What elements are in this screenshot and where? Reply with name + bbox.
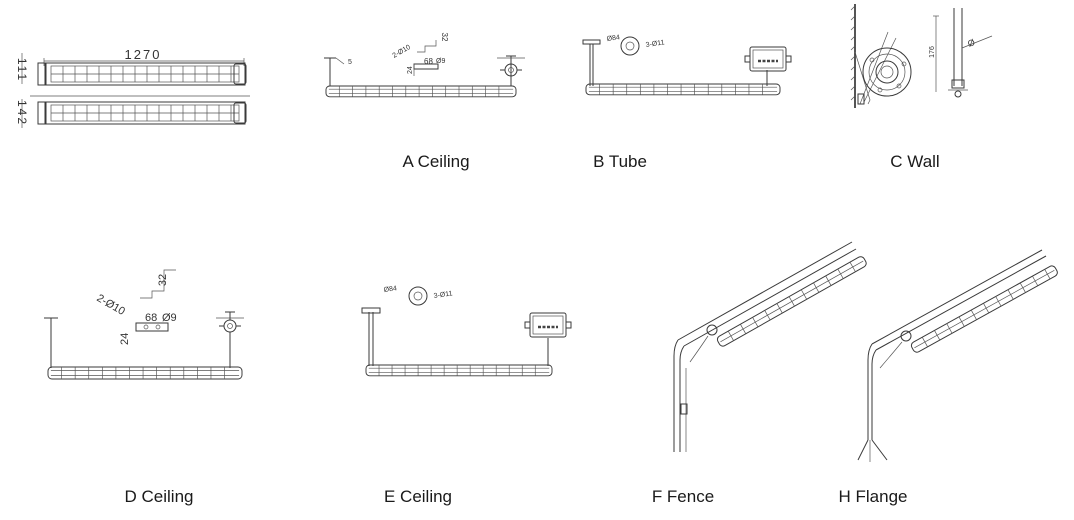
dim-b-flange-holes: 3-Ø11 (645, 39, 665, 49)
dim-a-68: 68 (424, 57, 433, 66)
caption-d-ceiling: D Ceiling (124, 487, 194, 506)
dim-d-hole2: 2-Ø10 (95, 292, 127, 318)
dim-e-flange-dia: Ø84 (383, 285, 397, 294)
dim-e-flange-holes: 3-Ø11 (433, 290, 453, 300)
dim-d-32: 32 (157, 274, 169, 286)
caption-c-wall: C Wall (890, 152, 940, 171)
dim-a-hole1: Ø9 (436, 58, 445, 65)
dim-d-68: 68 (145, 312, 157, 324)
dim-a-32: 32 (440, 33, 449, 42)
top-view-drawing: 1270 111 142 (15, 47, 250, 128)
caption-b-tube: B Tube (593, 152, 647, 171)
dim-d-24: 24 (119, 333, 131, 345)
diagram-f-fence (673, 241, 867, 452)
height-dimension-111: 111 (15, 58, 29, 82)
diagram-c-wall: 176 Ø (850, 4, 993, 108)
dim-a-24: 24 (407, 66, 414, 74)
height-dimension-142: 142 (15, 100, 29, 126)
diagram-a-ceiling: 5 32 2-Ø10 68 Ø9 24 (324, 33, 525, 98)
dim-d-hole1: Ø9 (162, 312, 177, 324)
dim-c-wall-dia: Ø (966, 37, 976, 49)
caption-e-ceiling: E Ceiling (383, 487, 453, 506)
caption-a-ceiling: A Ceiling (402, 152, 470, 171)
diagram-d-ceiling: 32 2-Ø10 68 Ø9 24 (44, 269, 244, 380)
caption-f-fence: F Fence (651, 487, 715, 506)
diagram-h-flange (857, 249, 1058, 462)
caption-h-flange: H Flange (838, 487, 908, 506)
diagram-b-tube: Ø84 3-Ø11 (582, 34, 793, 96)
dim-a-hole2: 2-Ø10 (392, 44, 412, 60)
dim-c-wall-height: 176 (929, 46, 936, 58)
dim-a-5: 5 (348, 59, 352, 66)
diagram-e-ceiling: Ø84 3-Ø11 (361, 285, 573, 377)
dim-b-flange-dia: Ø84 (606, 34, 620, 43)
length-dimension: 1270 (125, 47, 162, 62)
